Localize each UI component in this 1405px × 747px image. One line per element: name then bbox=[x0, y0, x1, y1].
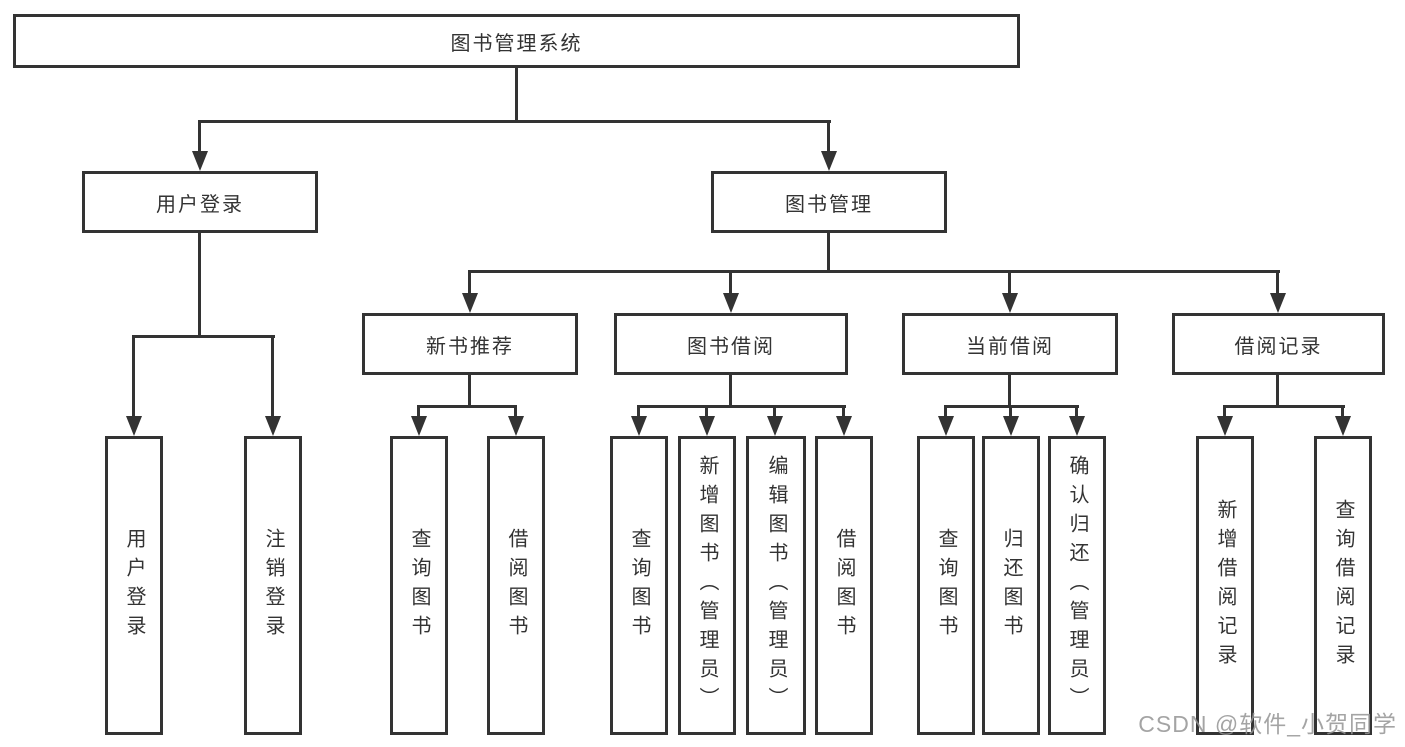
connector-drop-leaf-login bbox=[132, 335, 135, 418]
connector-user-login-stem bbox=[198, 233, 201, 338]
leaf-query-books-newbook: 查询图书 bbox=[390, 436, 448, 735]
connector-drop-current-borrowing bbox=[1008, 270, 1011, 296]
leaf-logout: 注销登录 bbox=[244, 436, 302, 735]
node-user-login: 用户登录 bbox=[82, 171, 318, 233]
leaf-confirm-return-admin: 确认归还（管理员） bbox=[1048, 436, 1106, 735]
connector-drop-bb-add bbox=[705, 405, 708, 419]
connector-root-stem bbox=[515, 68, 518, 123]
arrowhead-bb-add bbox=[699, 416, 715, 436]
arrowhead-book-management bbox=[821, 151, 837, 171]
leaf-query-books-current: 查询图书 bbox=[917, 436, 975, 735]
arrowhead-leaf-logout bbox=[265, 416, 281, 436]
leaf-return-books: 归还图书 bbox=[982, 436, 1040, 735]
leaf-query-borrow-record: 查询借阅记录 bbox=[1314, 436, 1372, 735]
arrowhead-br-add bbox=[1217, 416, 1233, 436]
node-book-management: 图书管理 bbox=[711, 171, 947, 233]
node-new-book-recommend: 新书推荐 bbox=[362, 313, 578, 375]
arrowhead-current-borrowing bbox=[1002, 293, 1018, 313]
connector-level1-rail bbox=[198, 120, 831, 123]
arrowhead-bb-borrow bbox=[836, 416, 852, 436]
connector-book-management-stem bbox=[827, 233, 830, 273]
connector-drop-book-borrowing bbox=[729, 270, 732, 296]
arrowhead-borrowing-records bbox=[1270, 293, 1286, 313]
arrowhead-br-query bbox=[1335, 416, 1351, 436]
leaf-user-login: 用户登录 bbox=[105, 436, 163, 735]
leaf-borrow-books-newbook: 借阅图书 bbox=[487, 436, 545, 735]
node-book-borrowing: 图书借阅 bbox=[614, 313, 848, 375]
connector-drop-cb-return bbox=[1009, 405, 1012, 419]
connector-drop-br-query bbox=[1341, 405, 1344, 419]
leaf-borrow-books-borrowing: 借阅图书 bbox=[815, 436, 873, 735]
leaf-edit-book-admin: 编辑图书（管理员） bbox=[746, 436, 806, 735]
connector-drop-cb-query bbox=[944, 405, 947, 419]
connector-drop-bb-borrow bbox=[842, 405, 845, 419]
connector-new-book-stem bbox=[468, 375, 471, 408]
connector-drop-nb-borrow bbox=[514, 405, 517, 419]
leaf-add-book-admin: 新增图书（管理员） bbox=[678, 436, 736, 735]
arrowhead-user-login bbox=[192, 151, 208, 171]
arrowhead-bb-query bbox=[631, 416, 647, 436]
connector-current-borrow-stem bbox=[1008, 375, 1011, 408]
connector-user-login-rail bbox=[132, 335, 275, 338]
arrowhead-cb-return bbox=[1003, 416, 1019, 436]
connector-new-book-rail bbox=[417, 405, 517, 408]
connector-level2-rail bbox=[468, 270, 1280, 273]
connector-drop-bb-edit bbox=[773, 405, 776, 419]
arrowhead-cb-confirm bbox=[1069, 416, 1085, 436]
arrowhead-book-borrowing bbox=[723, 293, 739, 313]
connector-borrow-records-stem bbox=[1276, 375, 1279, 408]
connector-borrow-records-rail bbox=[1223, 405, 1345, 408]
arrowhead-leaf-login bbox=[126, 416, 142, 436]
connector-drop-borrowing-records bbox=[1276, 270, 1279, 296]
leaf-query-books-borrowing: 查询图书 bbox=[610, 436, 668, 735]
connector-drop-user-login bbox=[198, 120, 201, 154]
arrowhead-cb-query bbox=[938, 416, 954, 436]
leaf-add-borrow-record: 新增借阅记录 bbox=[1196, 436, 1254, 735]
arrowhead-nb-borrow bbox=[508, 416, 524, 436]
connector-drop-nb-query bbox=[417, 405, 420, 419]
node-borrowing-records: 借阅记录 bbox=[1172, 313, 1385, 375]
connector-drop-new-book bbox=[468, 270, 471, 296]
arrowhead-nb-query bbox=[411, 416, 427, 436]
connector-drop-cb-confirm bbox=[1075, 405, 1078, 419]
connector-drop-leaf-logout bbox=[271, 335, 274, 418]
connector-drop-bb-query bbox=[637, 405, 640, 419]
connector-drop-book-management bbox=[827, 120, 830, 154]
csdn-watermark: CSDN @软件_小贺同学 bbox=[1138, 711, 1397, 737]
node-current-borrowing: 当前借阅 bbox=[902, 313, 1118, 375]
arrowhead-new-book bbox=[462, 293, 478, 313]
connector-drop-br-add bbox=[1223, 405, 1226, 419]
node-root: 图书管理系统 bbox=[13, 14, 1020, 68]
connector-book-borrow-stem bbox=[729, 375, 732, 408]
connector-book-borrow-rail bbox=[637, 405, 846, 408]
arrowhead-bb-edit bbox=[767, 416, 783, 436]
